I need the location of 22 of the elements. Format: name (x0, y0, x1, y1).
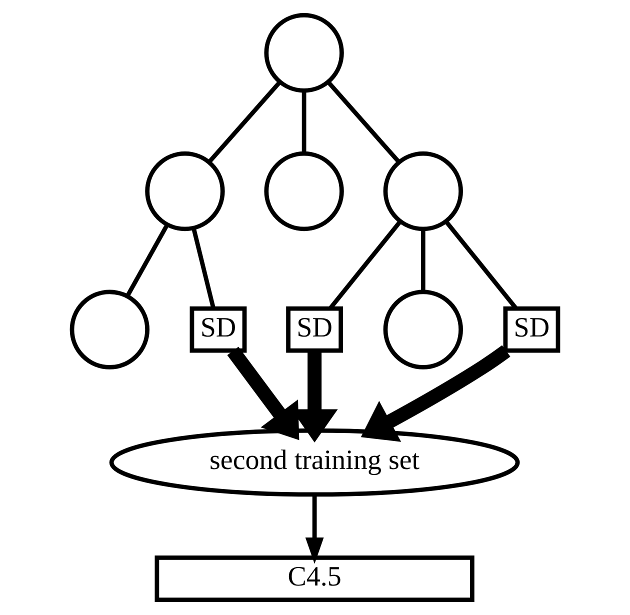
connector (326, 80, 401, 164)
node-ellipse: second training set (109, 428, 520, 497)
connector (192, 228, 216, 309)
node-box: SD (190, 306, 247, 353)
node-circle (383, 151, 463, 232)
arrow (227, 346, 300, 440)
connector (207, 80, 282, 164)
connector (420, 229, 426, 292)
connector (444, 220, 518, 310)
arrow (305, 495, 324, 564)
node-circle (264, 13, 344, 93)
node-circle (145, 151, 225, 232)
node-circle (383, 290, 463, 370)
connector (125, 224, 170, 298)
connector (302, 90, 306, 154)
node-circle (70, 290, 150, 370)
node-circle (264, 151, 344, 232)
node-box: C4.5 (154, 556, 474, 602)
node-box: SD (503, 306, 560, 353)
arrow (360, 345, 510, 442)
connector (328, 220, 402, 310)
node-box: SD (286, 306, 344, 353)
